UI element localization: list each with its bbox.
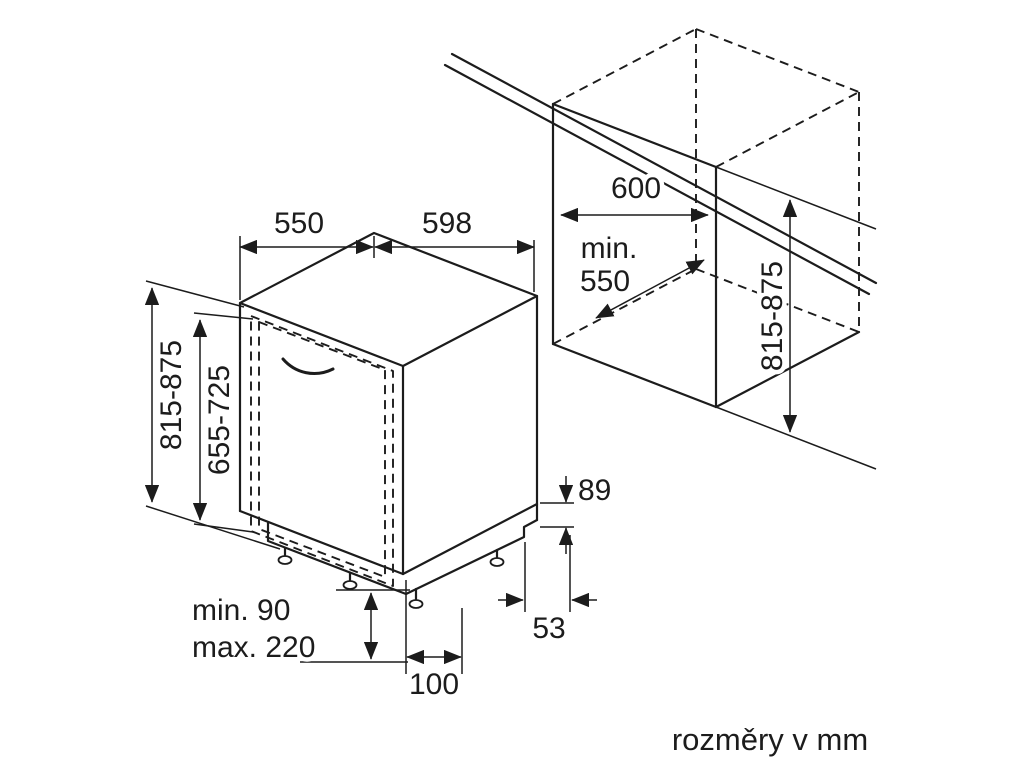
dimension-rear-offset: 53 (498, 535, 597, 650)
furniture-door-outline (250, 315, 394, 587)
extension-line (145, 505, 281, 550)
dim-label-plinth-max: max. 220 (192, 631, 315, 664)
dim-label-plinth-min: min. 90 (192, 594, 290, 627)
units-caption: rozměry v mm (672, 722, 868, 757)
furniture-door-inner-line (258, 321, 386, 578)
dim-label-rear-step: 89 (578, 474, 611, 507)
foot-pad (342, 580, 358, 590)
door-handle (281, 357, 335, 375)
dimension-niche-width: 600 (560, 168, 709, 223)
side-wall-top-edge (715, 91, 860, 168)
countertop-edge-upper (450, 52, 878, 285)
dimension-appliance-width: 598 (374, 203, 535, 292)
niche-opening-top-edge (551, 102, 718, 169)
appliance-front-bottom-edge (238, 509, 405, 576)
dim-label-rear-offset: 53 (532, 612, 565, 645)
niche-opening-bottom-edge (551, 342, 718, 409)
adjustable-feet (277, 546, 505, 609)
dim-label-niche-depth-value: 550 (580, 265, 630, 298)
dim-label-niche-width: 600 (611, 172, 661, 205)
dimension-niche-depth: min. 550 (575, 228, 705, 319)
dim-label-base-recess: 100 (409, 668, 459, 701)
dim-label-door-panel-height: 655-725 (203, 365, 236, 475)
extension-line (715, 406, 877, 470)
dimension-appliance-depth: 550 (239, 203, 375, 300)
countertop-edge-lower (443, 63, 871, 296)
dim-label-appliance-height: 815-875 (155, 340, 188, 450)
dimension-rear-step: 89 (540, 470, 616, 554)
foot-pad (408, 599, 424, 609)
dimension-appliance-height: 815-875 (144, 280, 281, 550)
dim-label-appliance-depth: 550 (274, 207, 324, 240)
dimension-door-panel-height: 655-725 (192, 312, 254, 533)
cavity-top-left-edge (552, 28, 697, 105)
appliance-drawing (238, 231, 539, 609)
foot-pad (489, 557, 505, 567)
cabinet-niche-drawing (443, 28, 878, 409)
appliance-side-bottom-edge (401, 502, 539, 576)
extension-line (715, 166, 877, 230)
dimension-line (595, 259, 705, 319)
extension-line (193, 312, 254, 320)
dimension-niche-height: 815-875 (715, 166, 877, 470)
extension-line (193, 523, 254, 533)
cavity-back-top-edge (695, 28, 860, 93)
dim-label-niche-height: 815-875 (756, 261, 789, 371)
extension-line (145, 280, 245, 308)
appliance-top-face (238, 231, 539, 368)
foot-pad (277, 555, 293, 565)
dim-label-appliance-width: 598 (422, 207, 472, 240)
dim-label-niche-depth-min: min. (581, 232, 638, 265)
dimension-plinth-height: min. 90 max. 220 (188, 589, 410, 669)
dimension-base-recess: 100 (404, 580, 464, 706)
